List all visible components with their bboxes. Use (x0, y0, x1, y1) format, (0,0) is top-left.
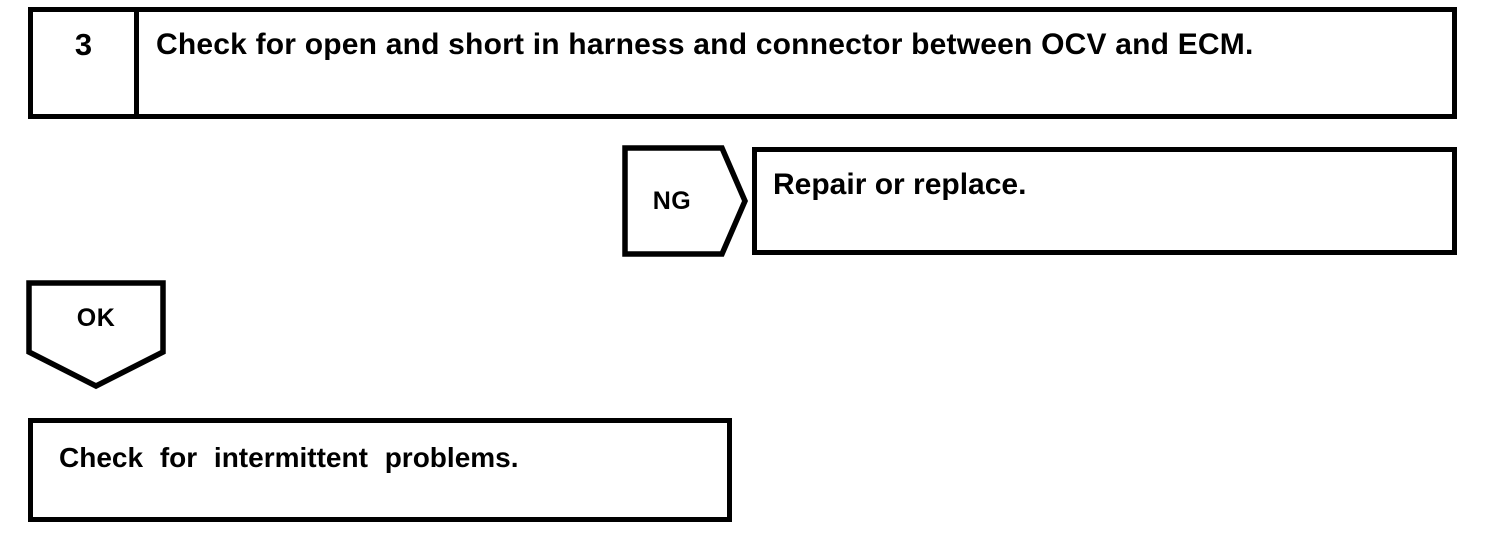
step-number-cell: 3 (33, 12, 139, 114)
repair-result-text: Repair or replace. (773, 168, 1027, 201)
ok-branch-pentagon: OK (26, 280, 166, 390)
ng-branch-label: NG (652, 186, 692, 215)
repair-result-box: Repair or replace. (752, 147, 1457, 255)
final-result-text: Check for intermittent problems. (59, 442, 519, 473)
ng-pentagon-shape (622, 145, 748, 257)
step-instruction-text: Check for open and short in harness and … (156, 28, 1254, 61)
ok-branch-label: OK (76, 303, 116, 332)
step-number: 3 (74, 27, 93, 62)
step-instruction-cell: Check for open and short in harness and … (139, 12, 1452, 114)
ng-branch-pentagon: NG (622, 145, 748, 257)
final-result-box: Check for intermittent problems. (28, 418, 732, 522)
ok-pentagon-shape (26, 280, 166, 390)
step-row: 3 Check for open and short in harness an… (28, 7, 1457, 119)
